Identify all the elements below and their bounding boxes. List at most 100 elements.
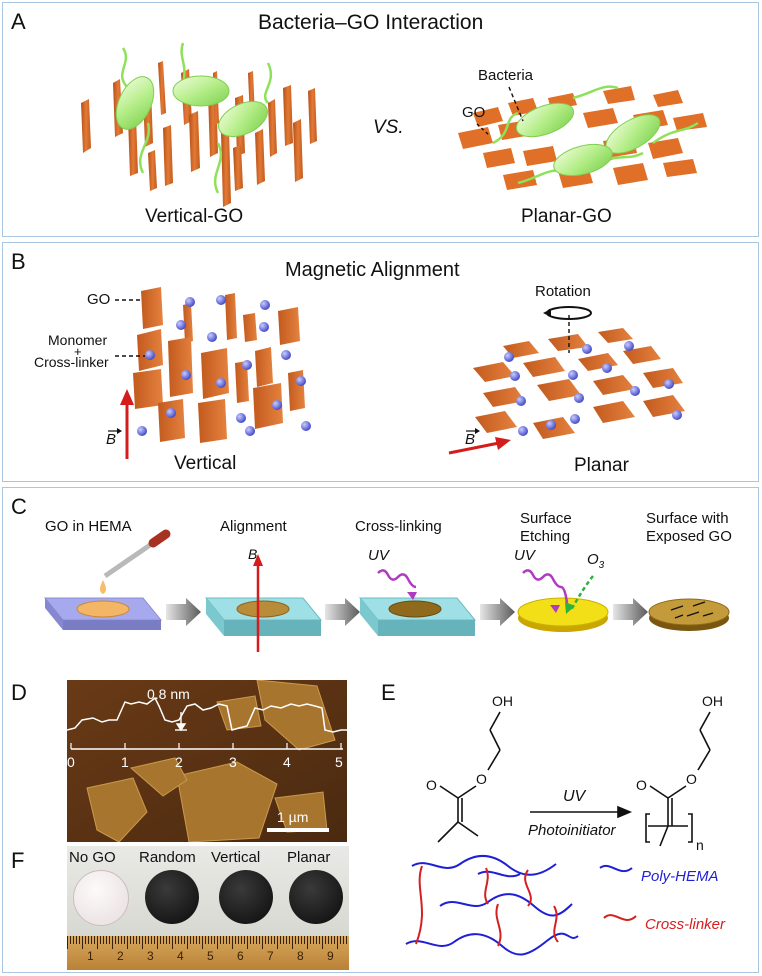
panel-f-letter: F: [11, 848, 25, 873]
afm-tick-2: 2: [175, 754, 183, 770]
panel-b: B Magnetic Alignment: [2, 242, 759, 482]
flow-arrow-4: [613, 598, 648, 626]
sample-label-vertical: Vertical: [211, 849, 261, 866]
ruler-num-8: 8: [297, 949, 304, 963]
ruler-num-2: 2: [117, 949, 124, 963]
network-diagram: [405, 855, 637, 956]
hema-monomer: [437, 711, 501, 843]
flow-arrow-2: [325, 598, 360, 626]
vs-label: VS.: [373, 117, 404, 138]
arrow-bottom: Photoinitiator: [528, 822, 617, 839]
field-arrow-planar: [448, 428, 511, 455]
panel-b-title: Magnetic Alignment: [285, 259, 460, 281]
legend-crosslinker-swatch: [603, 914, 637, 921]
label-bacteria: Bacteria: [478, 67, 534, 84]
magnetic-alignment-illustration: [108, 287, 685, 459]
o-ester-left: O: [476, 771, 487, 787]
panel-a-letter: A: [11, 9, 26, 34]
legend-poly-hema-swatch: [599, 865, 633, 873]
ruler: 1 2 3 4 5 6 7 8 9: [67, 936, 349, 970]
sample-disk-random: [145, 870, 199, 924]
legend-crosslinker: Cross-linker: [645, 916, 726, 933]
ruler-ticks-major: [67, 936, 349, 949]
step-surface-exposed-2: Exposed GO: [646, 528, 732, 545]
flow-arrow-3: [480, 598, 515, 626]
sample-disk-planar: [289, 870, 343, 924]
afm-tick-4: 4: [283, 754, 291, 770]
subscript-n: n: [696, 837, 704, 853]
mold-step3: [358, 569, 477, 636]
go-pointer: [476, 123, 490, 136]
afm-tick-3: 3: [229, 754, 237, 770]
vertical-go-illustration: [81, 42, 707, 207]
step-surface-etching-2: Etching: [520, 528, 571, 545]
field-symbol-b-left: B: [106, 431, 117, 448]
afm-tick-0: 0: [67, 754, 75, 770]
scale-bar-label: 1 µm: [277, 809, 308, 825]
caption-planar: Planar: [574, 455, 629, 476]
sample-disk-vertical: [219, 870, 273, 924]
poly-hema: [645, 711, 711, 847]
field-symbol-b-right: B: [465, 431, 476, 448]
label-plus: +: [74, 344, 82, 359]
step-alignment: Alignment: [220, 518, 287, 535]
panel-b-letter: B: [11, 249, 26, 274]
sample-disk-no-go: [73, 870, 129, 926]
height-label: 0.8 nm: [147, 686, 190, 702]
panel-a-title: Bacteria–GO Interaction: [258, 11, 484, 34]
arrow-top: UV: [563, 788, 587, 805]
disk-step5: [648, 598, 730, 631]
label-go-a: GO: [462, 104, 486, 121]
step-surface-etching-1: Surface: [520, 510, 572, 527]
ruler-num-9: 9: [327, 949, 334, 963]
label-monomer: Monomer: [48, 332, 108, 348]
substrate-step1: [43, 580, 163, 630]
reaction-arrow: [530, 805, 633, 819]
height-marker: [175, 712, 187, 732]
panel-e-letter: E: [381, 680, 396, 705]
o-carbonyl-left: O: [426, 777, 437, 793]
ruler-num-5: 5: [207, 949, 214, 963]
disk-step4: [517, 569, 609, 632]
step-surface-exposed-1: Surface with: [646, 510, 729, 527]
o-ester-right: O: [686, 771, 697, 787]
bacteria-left: [115, 42, 273, 194]
afm-tick-1: 1: [121, 754, 129, 770]
ruler-num-6: 6: [237, 949, 244, 963]
monomer-spheres-right: [504, 341, 682, 436]
reaction-scheme: OH O O UV Photoinitiator OH O O n: [426, 693, 723, 853]
caption-planar-go: Planar-GO: [521, 206, 612, 227]
vertical-go-plates: [133, 287, 305, 443]
oh-right: OH: [702, 693, 723, 709]
monomer-spheres-left: [137, 295, 311, 436]
panel-c: C GO in HEMA Alignment Cross-linking Sur…: [2, 487, 759, 973]
step-crosslinking: Cross-linking: [355, 518, 442, 535]
field-arrow-vertical: [108, 389, 134, 459]
o-carbonyl-right: O: [636, 777, 647, 793]
ruler-num-1: 1: [87, 949, 94, 963]
ruler-num-4: 4: [177, 949, 184, 963]
oh-left: OH: [492, 693, 513, 709]
label-go-b: GO: [87, 291, 111, 308]
poly-hema-chains: [405, 855, 579, 956]
uv-label-etch: UV: [514, 547, 535, 564]
sample-label-random: Random: [139, 849, 196, 866]
legend-poly-hema: Poly-HEMA: [641, 868, 719, 885]
dropper-icon: [103, 529, 171, 579]
afm-image: 0.8 nm 0 1 2 3 4 5 1 µm: [67, 680, 347, 842]
afm-axis-ticks: [70, 743, 342, 749]
step-go-in-hema: GO in HEMA: [45, 518, 132, 535]
label-rotation: Rotation: [535, 283, 591, 300]
rotation-icon: [543, 306, 592, 353]
afm-tick-5: 5: [335, 754, 343, 770]
planar-go-plates: [473, 328, 685, 439]
flow-arrow-1: [166, 598, 201, 626]
afm-flakes: [86, 680, 336, 842]
photo-samples: No GO Random Vertical Planar 1 2 3 4 5 6…: [67, 846, 349, 970]
process-flow-illustration: [43, 529, 730, 652]
ruler-num-3: 3: [147, 949, 154, 963]
sample-label-planar: Planar: [287, 849, 331, 866]
sample-label-no-go: No GO: [69, 849, 116, 866]
caption-vertical-go: Vertical-GO: [145, 206, 244, 227]
bacteria-right: [492, 85, 699, 185]
